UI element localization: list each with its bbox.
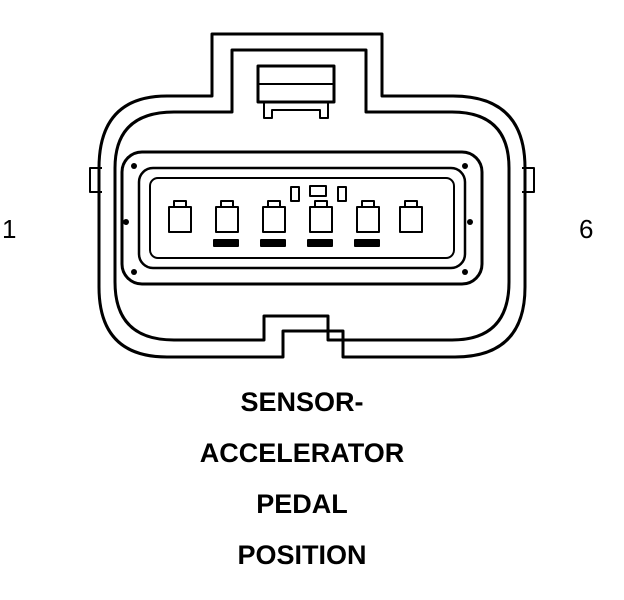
mounting-hole bbox=[131, 269, 137, 275]
cavity-4-indicator bbox=[307, 239, 333, 247]
keying-mark bbox=[290, 186, 300, 202]
cavity-2 bbox=[213, 200, 239, 247]
cavity-2-indicator bbox=[213, 239, 239, 247]
cavity-6 bbox=[399, 200, 423, 233]
keying-marks bbox=[290, 185, 347, 202]
connector-title-line-1: SENSOR- bbox=[240, 387, 364, 417]
cavity-3 bbox=[260, 200, 286, 247]
connector-title-line-4: POSITION bbox=[237, 540, 367, 570]
cavity-5-indicator bbox=[354, 239, 380, 247]
left-housing-ear bbox=[89, 167, 102, 193]
cavity-4 bbox=[307, 200, 333, 247]
latch-assembly bbox=[256, 64, 336, 119]
pin-1-label: 1 bbox=[2, 214, 17, 244]
cavity-4-terminal bbox=[309, 206, 333, 233]
connector-housing-outer bbox=[97, 32, 527, 359]
connector-housing-inner bbox=[113, 48, 511, 342]
mounting-hole bbox=[467, 219, 473, 225]
keying-mark bbox=[309, 185, 327, 197]
right-housing-ear bbox=[522, 167, 535, 193]
cavity-2-terminal bbox=[215, 206, 239, 233]
cavity-1-terminal bbox=[168, 206, 192, 233]
mounting-hole bbox=[131, 163, 137, 169]
latch-base bbox=[263, 102, 329, 119]
connector-face-outer-frame bbox=[120, 150, 484, 286]
cavity-3-indicator bbox=[260, 239, 286, 247]
cavity-area-frame bbox=[149, 177, 455, 259]
keying-mark bbox=[337, 186, 347, 202]
connector-title-line-3: PEDAL bbox=[256, 489, 348, 519]
mounting-holes bbox=[123, 163, 473, 275]
connector-title-line-2: ACCELERATOR bbox=[199, 438, 405, 468]
cavity-3-terminal bbox=[262, 206, 286, 233]
cavity-5-terminal bbox=[356, 206, 380, 233]
connector-face-inner-frame bbox=[137, 166, 467, 270]
mounting-hole bbox=[123, 219, 129, 225]
pin-6-label: 6 bbox=[579, 214, 594, 244]
mounting-hole bbox=[462, 163, 468, 169]
cavity-6-terminal bbox=[399, 206, 423, 233]
cavity-5 bbox=[354, 200, 380, 247]
mounting-hole bbox=[462, 269, 468, 275]
cavity-1 bbox=[168, 200, 192, 233]
